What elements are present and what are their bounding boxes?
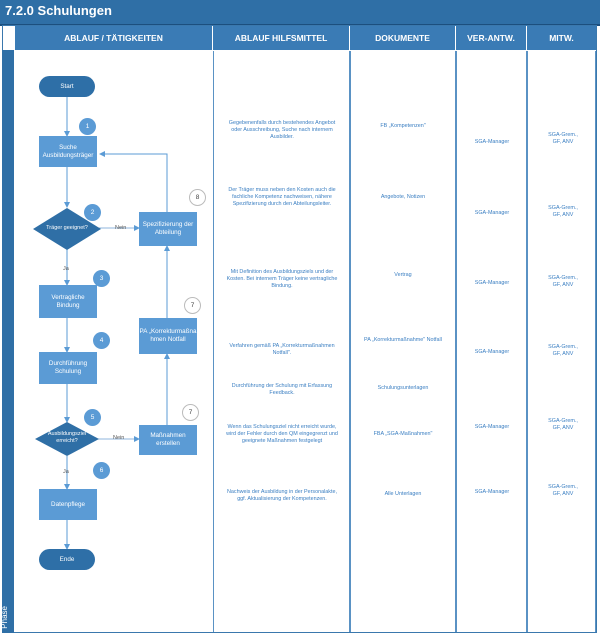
edge-label-nein-1: Nein (115, 225, 127, 231)
step-number-3: 3 (93, 270, 110, 287)
verantw-1: SGA-Manager (474, 139, 510, 145)
edge-label-ja-2: Ja (63, 469, 69, 475)
step-number-4: 4 (93, 332, 110, 349)
column-mitw (527, 51, 596, 632)
phase-lane: Phase (0, 50, 14, 633)
dokument-6: FBA „SGA-Maßnahmen" (373, 431, 433, 437)
dokument-3: Vertrag (394, 272, 412, 278)
process-massnahmen: Maßnahmen erstellen (139, 425, 197, 455)
mitw-5: SGA-Grem., GF, ANV (548, 418, 578, 431)
process-vertragliche-bindung: Vertragliche Bindung (39, 285, 97, 318)
edge-label-nein-2: Nein (113, 435, 125, 441)
verantw-4: SGA-Manager (474, 349, 510, 355)
dokument-2: Angebote, Notizen (380, 194, 426, 200)
hilfsmittel-note-4: Verfahren gemäß PA „Korrekturmaßnahmen N… (229, 343, 335, 356)
process-durchfuehrung: Durchführung Schulung (39, 352, 97, 384)
verantw-2: SGA-Manager (474, 210, 510, 216)
page-title: 7.2.0 Schulungen (5, 3, 112, 18)
hilfsmittel-note-1: Gegebenenfalls durch bestehendes Angebot… (228, 120, 336, 140)
column-hilfsmittel (213, 51, 350, 632)
hilfsmittel-note-5: Durchführung der Schulung mit Erfassung … (231, 383, 333, 396)
column-verantw (456, 51, 527, 632)
hilfsmittel-note-6: Wenn das Schulungsziel nicht erreicht wu… (226, 424, 338, 444)
column-header-verantw: VER-ANTW. (456, 26, 526, 50)
step-number-7: 7 (184, 297, 201, 314)
column-header-mitw: MITW. (527, 26, 596, 50)
column-header-dokumente: DOKUMENTE (350, 26, 455, 50)
column-header-ablauf: ABLAUF / TÄTIGKEITEN (15, 26, 212, 50)
step-number-5: 5 (84, 409, 101, 426)
hilfsmittel-note-2: Der Träger muss neben den Kosten auch di… (228, 187, 336, 207)
hilfsmittel-note-7: Nachweis der Ausbildung in der Personala… (227, 489, 337, 502)
process-datenpflege: Datenpflege (39, 489, 97, 520)
mitw-6: SGA-Grem., GF, ANV (548, 484, 578, 497)
mitw-1: SGA-Grem., GF, ANV (548, 132, 578, 145)
verantw-5: SGA-Manager (474, 424, 510, 430)
dokument-1: FB „Kompetenzen" (380, 123, 426, 129)
end-terminator: Ende (39, 549, 95, 570)
column-header-hilfsmittel: ABLAUF HILFSMITTEL (213, 26, 349, 50)
process-spezifizierung: Spezifizierung der Abteilung (139, 212, 197, 246)
step-number-8: 8 (189, 189, 206, 206)
step-number-6b: 7 (182, 404, 199, 421)
process-pa-korrektur: PA „Korrekturmaßna hmen Notfall (139, 318, 197, 354)
start-terminator: Start (39, 76, 95, 97)
mitw-3: SGA-Grem., GF, ANV (548, 275, 578, 288)
step-number-2: 2 (84, 204, 101, 221)
dokument-5: Schulungsunterlagen (377, 385, 429, 391)
column-dokumente (350, 51, 456, 632)
decision-traeger-geeignet (33, 208, 101, 250)
verantw-3: SGA-Manager (474, 280, 510, 286)
dokument-4: PA „Korrekturmaßnahme" Notfall (364, 337, 442, 343)
decision-traeger-label: Träger geeignet? (46, 225, 88, 231)
process-suche: Suche Ausbildungsträger (39, 136, 97, 167)
hilfsmittel-note-3: Mit Definition des Ausbildungsziels und … (226, 269, 338, 289)
dokument-7: Alle Unterlagen (384, 491, 422, 497)
mitw-4: SGA-Grem., GF, ANV (548, 344, 578, 357)
verantw-6: SGA-Manager (474, 489, 510, 495)
edge-label-ja-1: Ja (63, 266, 69, 272)
mitw-2: SGA-Grem., GF, ANV (548, 205, 578, 218)
decision-ziel-erreicht (35, 422, 99, 456)
step-number-6: 6 (93, 462, 110, 479)
decision-erreicht-label: Ausbildungsziel erreicht? (47, 431, 87, 444)
step-number-1: 1 (79, 118, 96, 135)
